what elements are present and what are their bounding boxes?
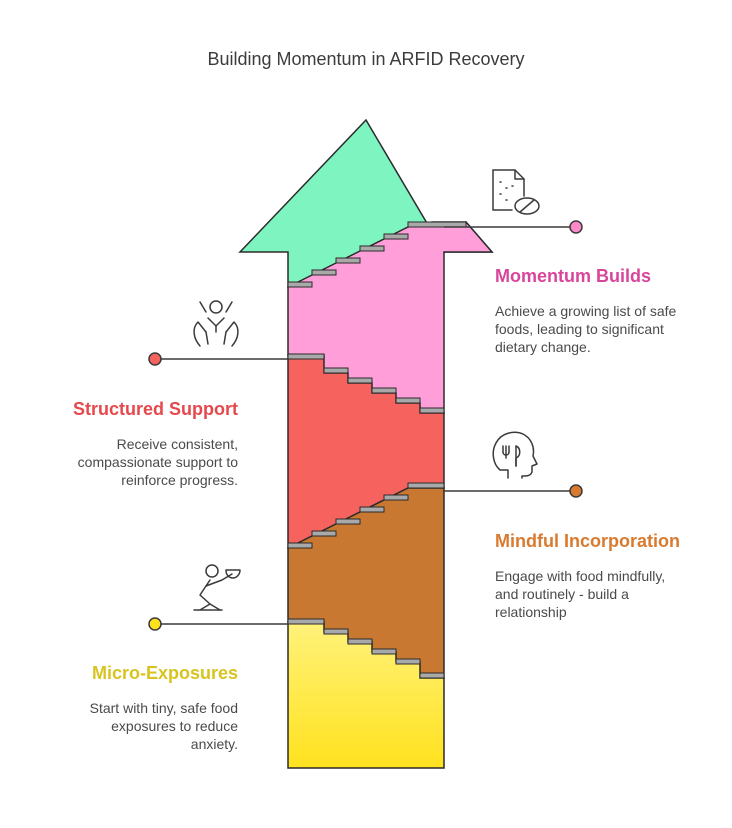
connector-dot-micro — [148, 617, 162, 631]
kneeling-person-offering-icon — [193, 564, 241, 611]
stage-heading-structured-support: Structured Support — [73, 399, 238, 419]
connector-dot-support — [148, 352, 162, 366]
raised-hands-support-icon — [193, 300, 239, 347]
stage-description-momentum-builds: Achieve a growing list of safe foods, le… — [495, 303, 677, 355]
connector-dot-momentum — [569, 220, 583, 234]
diagram-title: Building Momentum in ARFID Recovery — [207, 49, 525, 69]
head-with-utensils-icon — [492, 431, 538, 479]
stage-description-micro-exposures: Start with tiny, safe food exposures to … — [89, 700, 238, 752]
stage-heading-momentum-builds: Momentum Builds — [495, 266, 651, 286]
stage-heading-mindful-incorporation: Mindful Incorporation — [495, 531, 680, 551]
food-document-icon — [492, 169, 540, 215]
stage-heading-micro-exposures: Micro-Exposures — [91, 663, 238, 683]
stage-description-mindful-incorporation: Engage with food mindfully, and routinel… — [495, 568, 666, 620]
connector-dot-mindful — [569, 484, 583, 498]
stair-steps — [287, 221, 467, 679]
stage-description-structured-support: Receive consistent, compassionate suppor… — [77, 436, 238, 488]
